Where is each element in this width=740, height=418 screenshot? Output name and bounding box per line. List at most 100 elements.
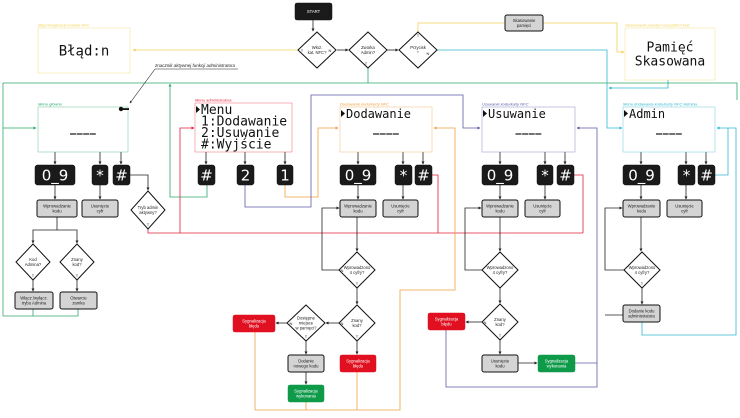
decision-d-card: Włoż.kat. NFC? [297,31,337,69]
key-box [339,164,377,186]
decision-diamond [59,243,95,281]
key-adm-kstar[interactable]: * [677,164,696,186]
key-a-khash[interactable]: # [197,164,216,186]
branch-label: T [32,273,35,278]
node-label: Usunięcie [675,204,694,209]
screen-title: Usuwanie kodu/karty NFC [482,102,529,107]
branch-label: N [341,268,344,273]
key-adm-khash[interactable]: # [697,164,716,186]
screen-title: Błąd inicjalizacji modułu NFC [38,23,90,28]
node-label: Kod [29,257,37,262]
key-m-khash[interactable]: # [112,164,131,186]
screen-erased: Skasowanie pamięci wszystkich kartPamięć… [624,23,716,81]
key-add-kstar[interactable]: * [394,164,413,186]
success-box [287,384,325,403]
node-label: aktywny? [139,210,157,215]
key-box [697,164,716,186]
decision-diamond [338,251,376,289]
key-add-k09[interactable]: 0_9 [339,164,377,186]
branch-label: T [417,33,420,38]
branch-label: T [147,222,150,227]
triangle-right-icon [196,106,200,113]
decision-diamond [481,303,519,341]
node-label: kod? [352,323,362,328]
connector-line [437,49,623,130]
connector-line [33,309,79,317]
node-label: Zworka [361,45,375,50]
terminal-start: START [294,2,333,21]
node-label: Znany [71,257,84,262]
terminal-box [294,2,333,21]
node-label: Znany [351,318,364,323]
connector-line [130,174,150,191]
screen-admin: Menu administratoraMenu1:Dodawanie2:Usuw… [194,98,293,153]
key-rem-k09[interactable]: 0_9 [481,164,519,186]
screen-frame [481,106,576,153]
key-label: * [400,167,408,185]
connector-line [179,126,195,233]
node-label: Usunięcie [533,204,552,209]
screen-title: Menu główne [38,102,63,107]
screen-text: Dodawanie [346,107,411,121]
node-label: administratora [628,314,655,319]
key-box [481,164,519,186]
triangle-right-icon [341,110,345,117]
key-a-k1[interactable]: 1 [276,164,294,186]
node-label: Sygnalizacja [545,359,569,364]
key-m-k09[interactable]: 0_9 [34,164,76,186]
key-label: 0_9 [345,167,372,186]
decision-diamond [398,31,438,69]
key-rem-khash[interactable]: # [556,164,575,186]
key-m-kstar[interactable]: * [91,164,109,186]
node-label: kod? [72,262,82,267]
key-adm-k09[interactable]: 0_9 [622,164,661,186]
node-label: Sygnalizacja [435,317,459,322]
connector-line [3,309,34,317]
key-add-khash[interactable]: # [414,164,433,186]
connector-line [715,126,729,176]
key-box [394,164,413,186]
node-label: Dodanie [298,359,314,364]
key-a-k2[interactable]: 2 [236,164,255,186]
node-label: błędu [249,324,260,329]
connector-line [57,229,79,244]
key-label: # [200,167,213,185]
branch-label: T [301,48,304,53]
node-label: Wprowadzanie [344,204,372,209]
screen-text: 2:Usuwanie [201,126,279,141]
annotation: znacznik aktywnej funkcji administratora [118,63,238,112]
key-rem-kstar[interactable]: * [536,164,554,186]
branch-label: T [499,333,502,338]
node-label: cyfr [539,209,546,214]
decision-diamond [130,190,166,230]
key-box [622,164,661,186]
node-label: kodu [637,209,647,214]
node-label: Tryb admin [138,205,159,210]
process-box [287,354,325,373]
key-box [236,164,255,186]
error-box [232,314,276,333]
branch-label: T [76,273,79,278]
process-box [504,14,544,32]
process-box [339,199,377,218]
node-label: cyfr [681,209,688,214]
branch-label: T [356,281,359,286]
key-label: 0_9 [487,167,514,186]
connector-line [255,126,456,411]
branch-label: N [329,48,332,53]
key-label: # [417,167,430,185]
node-label: błędu [441,322,452,327]
branch-label: T [641,281,644,286]
node-label: Otwarcie [70,296,87,301]
